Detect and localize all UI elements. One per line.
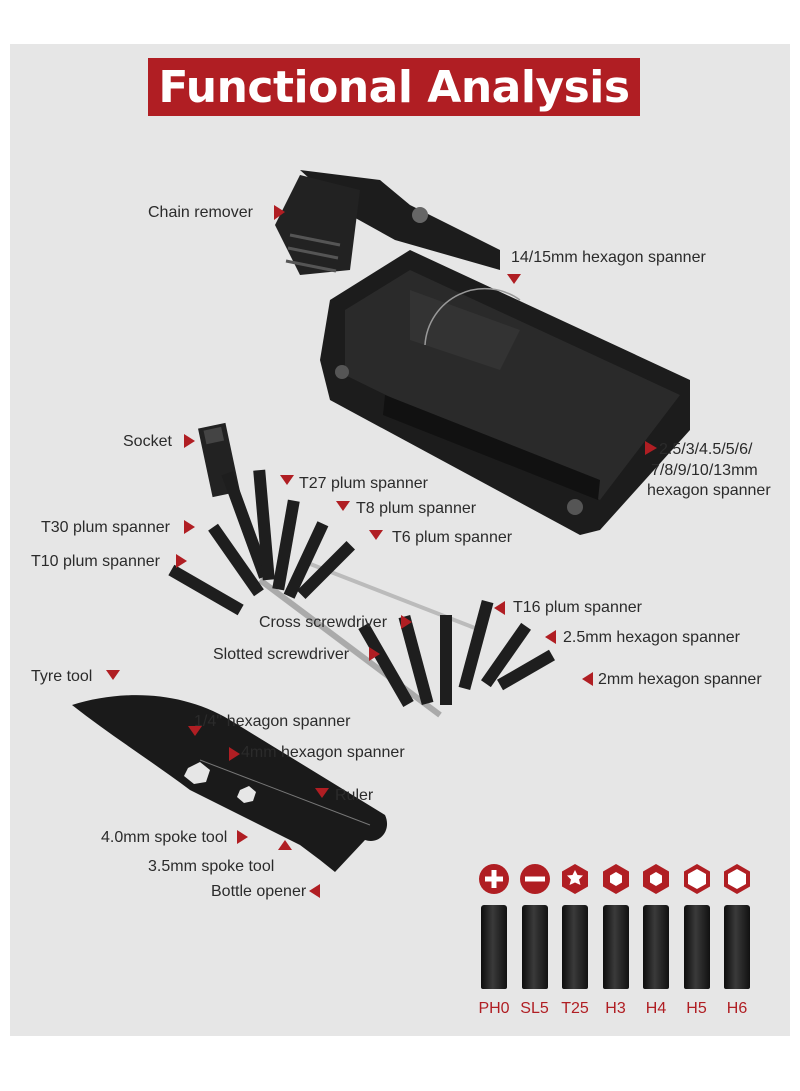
main-tool-body [275,170,690,535]
arrow-hex-multi [645,441,657,455]
bit-label: H5 [686,1000,707,1017]
hex-icon [599,862,633,896]
label-ruler: Ruler [335,787,374,804]
arrow-hex-4 [229,747,240,761]
label-hex-14-15: 14/15mm hexagon spanner [511,249,706,266]
label-hex-4: 4mm hexagon spanner [241,744,405,761]
bit-label: PH0 [478,1000,510,1017]
arrow-ruler [315,788,329,798]
tyre-tool [72,695,388,872]
bit-h5 [683,905,710,989]
arrow-t27 [280,475,294,485]
label-cross: Cross screwdriver [259,614,388,631]
bit-h4 [643,905,669,989]
arrow-t10 [176,554,187,568]
label-t27: T27 plum spanner [299,475,428,492]
arrow-tyre [106,670,120,680]
arrow-t8 [336,501,350,511]
arrow-socket [184,434,195,448]
bit-t25 [562,905,588,989]
label-t30: T30 plum spanner [41,519,170,536]
arrow-t16 [494,601,505,615]
arrow-spoke-4 [237,830,248,844]
folding-bits-set [168,422,555,718]
label-bottle: Bottle opener [211,883,307,900]
torx-icon [558,862,592,896]
bit-label: H3 [605,1000,626,1017]
label-t6: T6 plum spanner [392,529,513,546]
bit-label: H4 [645,1000,667,1017]
label-hex-2-5: 2.5mm hexagon spanner [563,629,740,646]
arrow-hex-1-4 [188,726,202,736]
label-t8: T8 plum spanner [356,500,477,517]
label-chain-remover: Chain remover [148,204,253,221]
bit-h3 [602,905,629,989]
page-title: Functional Analysis [158,61,630,113]
label-socket: Socket [123,433,172,450]
label-tyre: Tyre tool [31,668,93,685]
label-hex-multi-3: hexagon spanner [647,482,771,499]
bit-label: SL5 [520,1000,549,1017]
title-banner: Functional Analysis [148,58,640,116]
label-hex-multi-2: 7/8/9/10/13mm [651,462,758,479]
arrow-cross [401,615,412,629]
slotted-icon [518,862,552,896]
hex-outline-icon [720,862,754,896]
arrow-hex-2 [582,672,593,686]
hex-outline-icon [680,862,714,896]
hex-icon [639,862,673,896]
bit-h6 [724,905,750,989]
arrow-hex-14-15 [507,274,521,284]
arrow-t30 [184,520,195,534]
arrow-bottle [309,884,320,898]
arrow-hex-2-5 [545,630,556,644]
arrow-slotted [369,647,380,661]
bit-label: T25 [561,1000,589,1017]
bit-sl5 [521,905,548,989]
arrow-spoke-3-5 [278,840,292,850]
label-spoke-4: 4.0mm spoke tool [101,829,228,846]
bit-ph0 [481,905,507,989]
bit-label: H6 [726,1000,748,1017]
label-t10: T10 plum spanner [31,553,160,570]
label-slotted: Slotted screwdriver [213,646,350,663]
arrow-chain-remover [274,205,285,220]
phillips-icon [477,862,511,896]
label-spoke-3-5: 3.5mm spoke tool [148,858,275,875]
label-hex-1-4: 1/4'' hexagon spanner [194,713,351,730]
arrow-t6 [369,530,383,540]
label-hex-multi-1: 2.5/3/4.5/5/6/ [659,441,753,458]
label-hex-2: 2mm hexagon spanner [598,671,762,688]
label-t16: T16 plum spanner [513,599,642,616]
